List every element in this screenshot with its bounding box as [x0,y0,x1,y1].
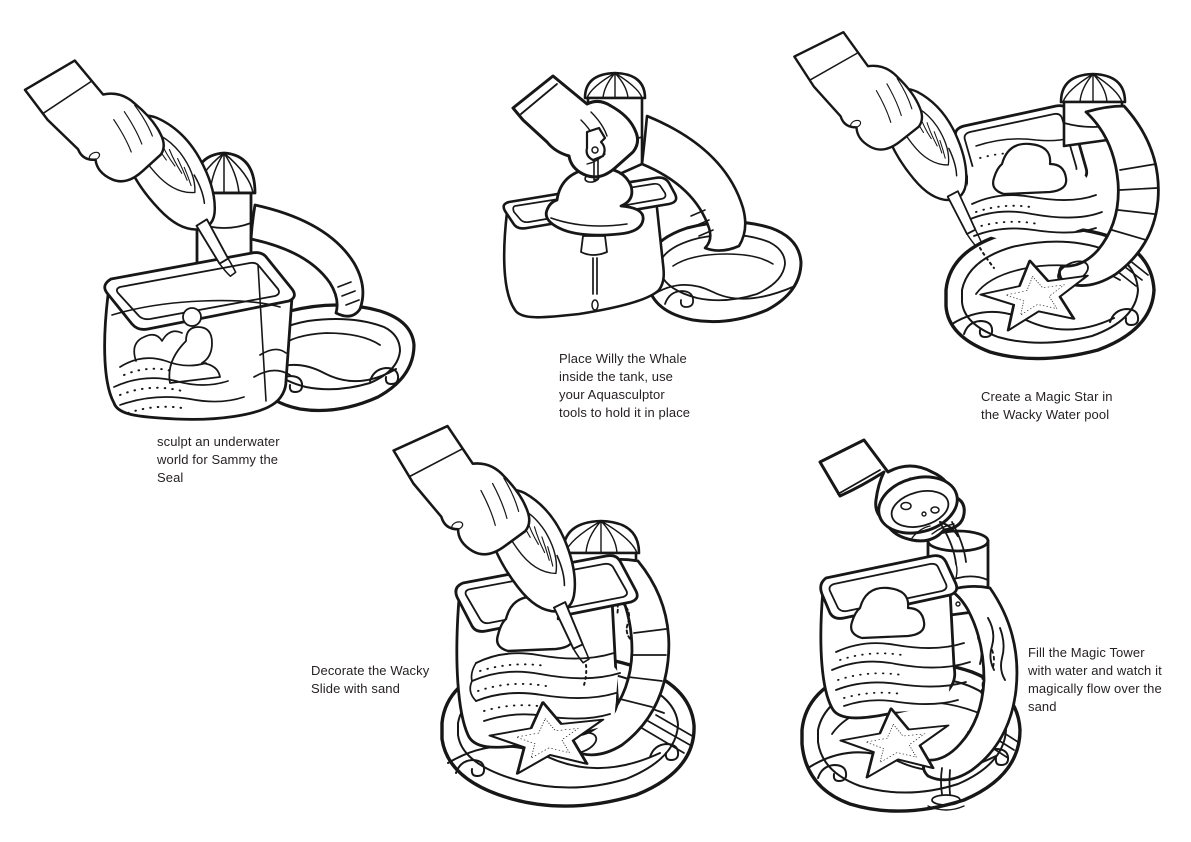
wacky-slide-icon [249,203,365,318]
sand-sculpture-icon [113,330,291,414]
hand-icon [511,74,640,179]
swirl-icon [664,290,695,308]
wacky-slide-icon [922,585,1019,811]
hand-tool-icon [511,74,640,181]
step-4-caption: Decorate the Wacky Slide with sand [311,663,430,696]
sand-stack-icon [469,595,621,735]
water-stream-icon [940,767,951,795]
ramp-hatch-icon [639,714,695,754]
hand-aquasculptor-icon [793,31,983,248]
step-2-illustration [495,68,810,353]
swirl-icon [369,367,400,385]
pouring-cup-icon [877,475,960,538]
wacky-slide-icon [640,114,747,252]
water-stream-icon [977,617,1006,681]
water-stream-icon [941,521,967,565]
step-1-illustration [8,25,428,430]
sand-on-slide-icon [979,649,995,697]
wacky-water-pool-icon [250,303,416,413]
hand-pouring-cup-icon [818,438,967,579]
step-5-caption: Fill the Magic Tower with water and watc… [1028,645,1162,714]
sand-stream-icon [583,664,588,686]
sand-stream-icon [979,247,995,269]
step-2-caption: Place Willy the Whale inside the tank, u… [559,351,691,420]
magic-star-icon [979,259,1089,332]
swirl-icon [817,764,848,782]
willy-the-whale-icon [544,166,645,311]
sand-stack-icon [967,142,1103,240]
pin-tool-icon [585,126,607,181]
sand-tank-icon [103,251,296,421]
step-4-illustration [368,423,713,835]
step-1-caption: sculpt an underwater world for Sammy the… [157,434,280,485]
step-5-illustration [792,438,1117,833]
swirl-icon [649,743,680,761]
hand-aquasculptor-icon [23,59,237,277]
step-3-illustration [768,18,1173,383]
magic-star-icon [488,701,605,775]
sand-stack-icon [831,586,971,712]
swirl-icon [455,759,486,777]
step-3-caption: Create a Magic Star in the Wacky Water p… [981,389,1113,422]
sammy-the-seal-icon [168,307,221,384]
magic-star-icon [839,707,950,779]
swirl-icon [1109,308,1140,326]
hand-aquasculptor-icon [392,424,590,664]
swirl-icon [963,320,994,338]
